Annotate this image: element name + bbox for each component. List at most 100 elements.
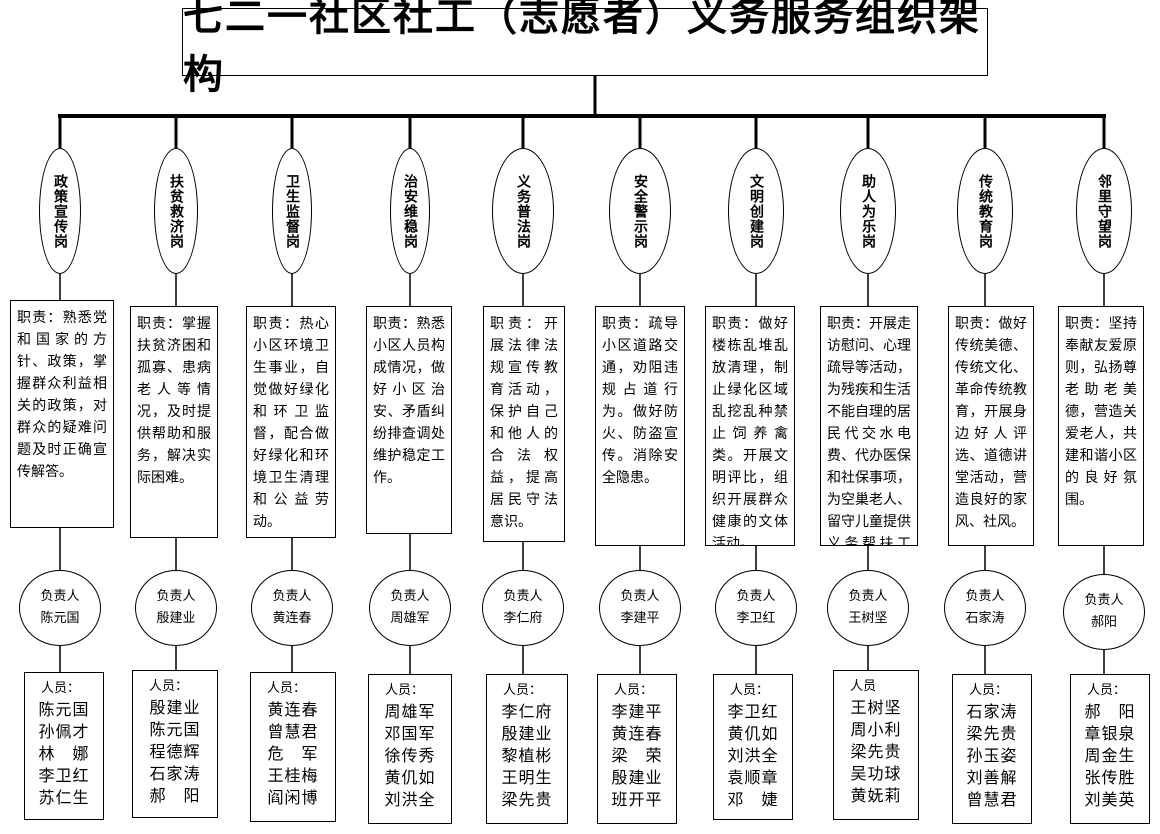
member-name: 李仁府 [501, 702, 553, 721]
member-name: 梁先贵 [966, 724, 1018, 743]
duty-text: 职责：开展法律法规宣传教育活动，保护自己和他人的合法权益，提高居民守法意识。 [490, 316, 558, 530]
post-oval: 卫生监督岗 [272, 148, 312, 274]
leader-name: 李建平 [620, 611, 660, 626]
member-name: 黄仉如 [384, 768, 436, 787]
leader-label: 负责人 [40, 589, 80, 604]
post-oval: 治安维稳岗 [390, 148, 430, 274]
leader-oval: 负责人殷建业 [135, 570, 217, 646]
member-name: 王树坚 [850, 698, 902, 717]
duty-text: 职责：熟悉小区人员构成情况，做好小区治安、矛盾纠纷排查调处维护稳定工作。 [373, 316, 445, 486]
member-name: 周雄军 [384, 702, 436, 721]
duty-text: 职责：掌握扶贫济困和孤寡、患病老人等情况，及时提供帮助和服务，解决实际困难。 [137, 316, 211, 486]
leader-label: 负责人 [503, 589, 543, 604]
member-name: 邓国军 [384, 724, 436, 743]
post-name: 安全警示岗 [632, 173, 648, 249]
post-oval: 扶贫救济岗 [154, 148, 198, 274]
member-name: 梁先贵 [850, 742, 902, 761]
post-oval: 助人为乐岗 [840, 148, 896, 274]
member-name: 李建平 [611, 702, 663, 721]
leader-oval: 负责人王树坚 [827, 570, 909, 646]
member-name: 曾慧君 [966, 790, 1018, 809]
member-name: 王明生 [501, 768, 553, 787]
members-box: 人员： 李建平黄连春梁 荣殷建业班开平 [597, 674, 677, 824]
member-name: 周小利 [850, 720, 902, 739]
duty-text: 职责：热心小区环境卫生事业，自觉做好绿化和环卫监督，配合做好绿化和环境卫生清理和… [253, 316, 329, 530]
member-name: 孙玉姿 [966, 746, 1018, 765]
leader-label: 负责人 [156, 589, 196, 604]
leader-oval: 负责人石家涛 [944, 570, 1026, 646]
duty-box: 职责：疏导小区道路交通，劝阻违规占道行为。做好防火、防盗宣传。消除安全隐患。 [595, 306, 685, 546]
leader-name: 郝阳 [1090, 615, 1117, 630]
leader-oval: 负责人李仁府 [482, 570, 564, 646]
leader-oval: 负责人周雄军 [369, 570, 451, 646]
member-name: 梁 荣 [611, 746, 663, 765]
members-label: 人员： [267, 681, 307, 696]
duty-box: 职责：做好楼栋乱堆乱放清理，制止绿化区域乱挖乱种禁止饲养禽类。开展文明评比，组织… [705, 306, 795, 546]
member-name: 孙佩才 [38, 722, 90, 741]
duty-text: 职责：坚持奉献友爱原则，弘扬尊老助老美德，营造关爱老人，共建和谐小区的良好氛围。 [1065, 316, 1137, 508]
post-oval: 义务普法岗 [492, 148, 554, 274]
chart-title-box: 七二一社区社工（志愿者）义务服务组织架构 [182, 0, 988, 98]
post-oval: 安全警示岗 [609, 148, 671, 274]
leader-name: 王树坚 [848, 611, 888, 626]
leader-name: 周雄军 [390, 611, 430, 626]
member-name: 曾慧君 [267, 722, 319, 741]
post-oval: 政策宣传岗 [39, 148, 81, 274]
leader-label: 负责人 [965, 589, 1005, 604]
members-label: 人员： [969, 683, 1009, 698]
leader-oval: 负责人陈元国 [19, 570, 101, 646]
member-name: 吴功球 [850, 764, 902, 783]
member-name: 郝 阳 [1084, 702, 1136, 721]
post-name: 卫生监督岗 [284, 173, 300, 249]
post-name: 助人为乐岗 [860, 173, 876, 249]
member-name: 张传胜 [1084, 768, 1136, 787]
chart-title: 七二一社区社工（志愿者）义务服务组织架构 [183, 0, 981, 98]
leader-oval: 负责人黄连春 [251, 570, 333, 646]
members-box: 人员：殷建业陈元国程德辉石家涛郝 阳 [132, 670, 218, 818]
members-label: 人员： [385, 683, 425, 698]
leader-label: 负责人 [1084, 593, 1124, 608]
duty-text: 职责：做好传统美德、传统文化、革命传统教育，开展身边好人评选、道德讲堂活动，营造… [955, 316, 1027, 530]
member-name: 章银泉 [1084, 724, 1136, 743]
member-name: 郝 阳 [149, 786, 201, 805]
duty-text: 职责：疏导小区道路交通，劝阻违规占道行为。做好防火、防盗宣传。消除安全隐患。 [602, 316, 678, 486]
duty-box: 职责：做好传统美德、传统文化、革命传统教育，开展身边好人评选、道德讲堂活动，营造… [948, 306, 1034, 546]
members-label: 人员： [41, 681, 81, 696]
member-name: 班开平 [611, 790, 663, 809]
member-name: 徐传秀 [384, 746, 436, 765]
post-name: 传统教育岗 [977, 173, 993, 249]
member-name: 殷建业 [611, 768, 663, 787]
member-name: 石家涛 [149, 764, 201, 783]
member-name: 刘善解 [966, 768, 1018, 787]
member-name: 黄连春 [267, 700, 319, 719]
member-name: 苏仁生 [38, 788, 90, 807]
leader-label: 负责人 [736, 589, 776, 604]
post-oval: 传统教育岗 [957, 148, 1013, 274]
member-name: 黎植彬 [501, 746, 553, 765]
member-name: 王桂梅 [267, 766, 319, 785]
leader-name: 李卫红 [736, 611, 776, 626]
member-name: 陈元国 [38, 700, 90, 719]
member-name: 刘洪全 [727, 746, 779, 765]
member-name: 阎闲博 [267, 788, 319, 807]
duty-text: 职责：熟悉党和国家的方针、政策，掌握群众利益相关的政策，对群众的疑难问题及时正确… [17, 310, 107, 480]
members-label: 人员： [614, 683, 654, 698]
leader-name: 石家涛 [965, 611, 1005, 626]
member-name: 殷建业 [149, 698, 201, 717]
duty-box: 职责：熟悉小区人员构成情况，做好小区治安、矛盾纠纷排查调处维护稳定工作。 [366, 306, 452, 534]
leader-name: 黄连春 [272, 611, 312, 626]
member-name: 黄妩莉 [850, 786, 902, 805]
member-name: 梁先贵 [501, 790, 553, 809]
member-name: 黄连春 [611, 724, 663, 743]
member-name: 李卫红 [727, 702, 779, 721]
leader-name: 李仁府 [503, 611, 543, 626]
leader-oval: 负责人李建平 [599, 570, 681, 646]
post-name: 扶贫救济岗 [168, 173, 184, 249]
members-label: 人员 [850, 679, 877, 694]
member-name: 陈元国 [149, 720, 201, 739]
leader-oval: 负责人李卫红 [715, 570, 797, 646]
duty-box: 职责：热心小区环境卫生事业，自觉做好绿化和环卫监督，配合做好绿化和环境卫生清理和… [246, 306, 336, 538]
members-label: 人员： [1087, 683, 1127, 698]
leader-label: 负责人 [272, 589, 312, 604]
